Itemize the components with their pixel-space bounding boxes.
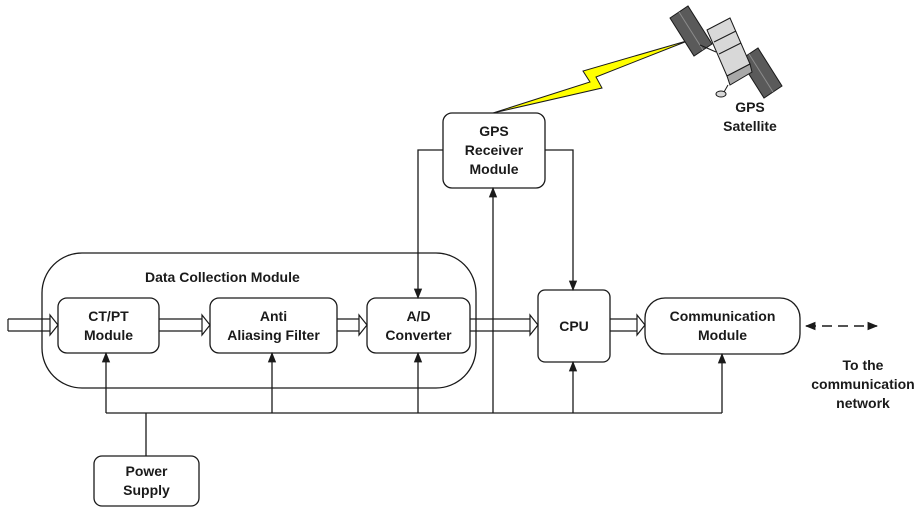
cpu-to-comm-arrow [610, 313, 646, 337]
ad-converter-label: A/D Converter [367, 298, 470, 353]
ctpt-line2: Module [84, 326, 133, 343]
gps-rx-line3: Module [469, 161, 519, 177]
network-line1: To the [842, 356, 884, 373]
satellite-line1: GPS [735, 99, 765, 115]
gps-rx-line1: GPS [479, 123, 509, 139]
power-line2: Supply [123, 482, 170, 498]
adc-line2: Converter [385, 326, 452, 343]
network-line2: communication [811, 375, 915, 392]
ctpt-to-anti-arrow [159, 313, 211, 337]
signal-flow-arrows [7, 313, 646, 337]
comm-line2: Module [698, 327, 747, 343]
power-line1: Power [125, 463, 168, 479]
satellite-icon [669, 5, 783, 99]
adc-to-cpu-arrow [470, 313, 539, 337]
network-destination-label: To the communication network [806, 352, 920, 416]
power-bus [101, 186, 727, 456]
anti-line2: Aliasing Filter [227, 326, 320, 343]
cpu-label: CPU [538, 290, 610, 362]
data-collection-module-group [41, 252, 477, 389]
ctpt-line1: CT/PT [88, 307, 129, 324]
cpu-line1: CPU [559, 317, 589, 334]
adc-line1: A/D [406, 307, 431, 324]
power-supply-label: Power Supply [94, 456, 199, 506]
gps-satellite-label: GPS Satellite [710, 96, 790, 138]
ctpt-module-label: CT/PT Module [58, 298, 159, 353]
anti-aliasing-filter-label: Anti Aliasing Filter [210, 298, 337, 353]
input-arrow [7, 313, 59, 337]
comm-line1: Communication [669, 308, 776, 324]
wireless-signal-icon [492, 39, 691, 114]
group-title: Data Collection Module [145, 269, 300, 285]
satellite-line2: Satellite [723, 118, 777, 134]
network-line3: network [836, 394, 890, 411]
gps-rx-line2: Receiver [464, 142, 524, 158]
communication-module-label: Communication Module [645, 298, 800, 354]
anti-to-adc-arrow [337, 313, 368, 337]
anti-line1: Anti [259, 307, 288, 324]
gps-timing-lines [413, 149, 578, 300]
gps-receiver-label: GPS Receiver Module [443, 113, 545, 188]
